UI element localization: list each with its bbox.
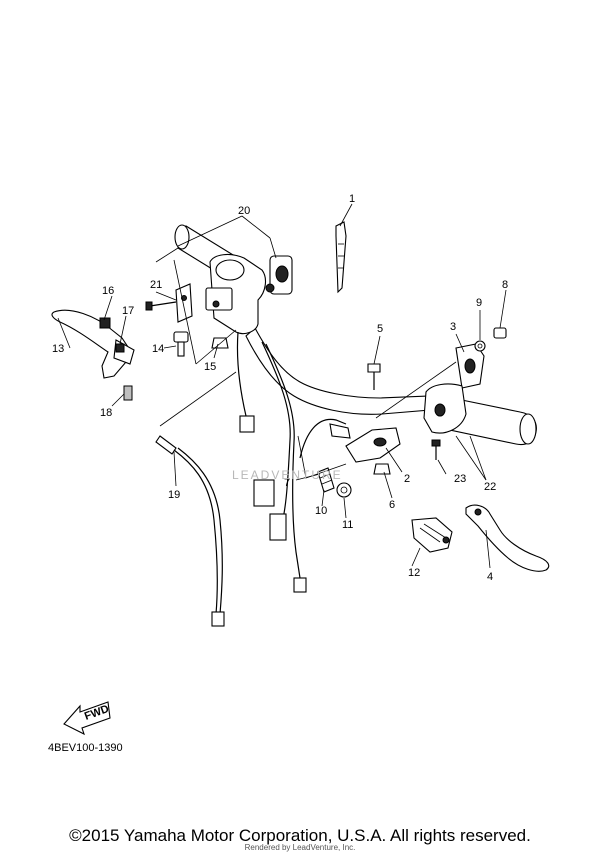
- bracket-2: [329, 423, 401, 475]
- callout-11: 11: [342, 519, 353, 531]
- callout-numbers: 1 2 3 4 5 6 7 8 9 10 11 12 13 14 15 16 1…: [52, 193, 508, 583]
- callout-1: 1: [349, 193, 355, 205]
- right-lever-4: [465, 504, 550, 572]
- diagram-code: 4BEV100-1390: [48, 742, 123, 754]
- parts-8-9: [474, 327, 507, 352]
- parts-10-11: [317, 467, 352, 498]
- left-switch-housing: [174, 224, 293, 335]
- handlebar: [245, 327, 537, 446]
- callout-8: 8: [502, 279, 508, 291]
- copyright-notice: ©2015 Yamaha Motor Corporation, U.S.A. A…: [69, 826, 531, 845]
- callout-21: 21: [150, 279, 162, 291]
- callout-17: 17: [122, 305, 134, 317]
- cable-tie-1: [335, 221, 347, 294]
- wiring-harness-7: [236, 331, 347, 593]
- right-switch-housing: [423, 343, 485, 460]
- lever-holder-12: [411, 517, 453, 553]
- callout-7: 7: [284, 477, 290, 489]
- clutch-switch-cable-19: [155, 435, 225, 627]
- callout-20: 20: [238, 205, 250, 217]
- fwd-arrow-icon: FWD: [63, 701, 111, 736]
- left-lever-13: [51, 309, 135, 401]
- callout-16: 16: [102, 285, 114, 297]
- callout-13: 13: [52, 343, 64, 355]
- bracket-21: [145, 283, 193, 323]
- callout-19: 19: [168, 489, 180, 501]
- callout-14: 14: [152, 343, 164, 355]
- bolt-5: [367, 363, 381, 390]
- rendered-by-notice: Rendered by LeadVenture, Inc.: [244, 843, 356, 852]
- callout-22: 22: [484, 481, 496, 493]
- callout-4: 4: [487, 571, 493, 583]
- callout-5: 5: [377, 323, 383, 335]
- leader-lines: [57, 203, 507, 569]
- watermark: LEADVENTURE: [232, 468, 343, 482]
- callout-18: 18: [100, 407, 112, 419]
- callout-12: 12: [408, 567, 420, 579]
- callout-10: 10: [315, 505, 327, 517]
- callout-3: 3: [450, 321, 456, 333]
- callout-6: 6: [389, 499, 395, 511]
- callout-9: 9: [476, 297, 482, 309]
- callout-23: 23: [454, 473, 466, 485]
- callout-2: 2: [404, 473, 410, 485]
- callout-15: 15: [204, 361, 216, 373]
